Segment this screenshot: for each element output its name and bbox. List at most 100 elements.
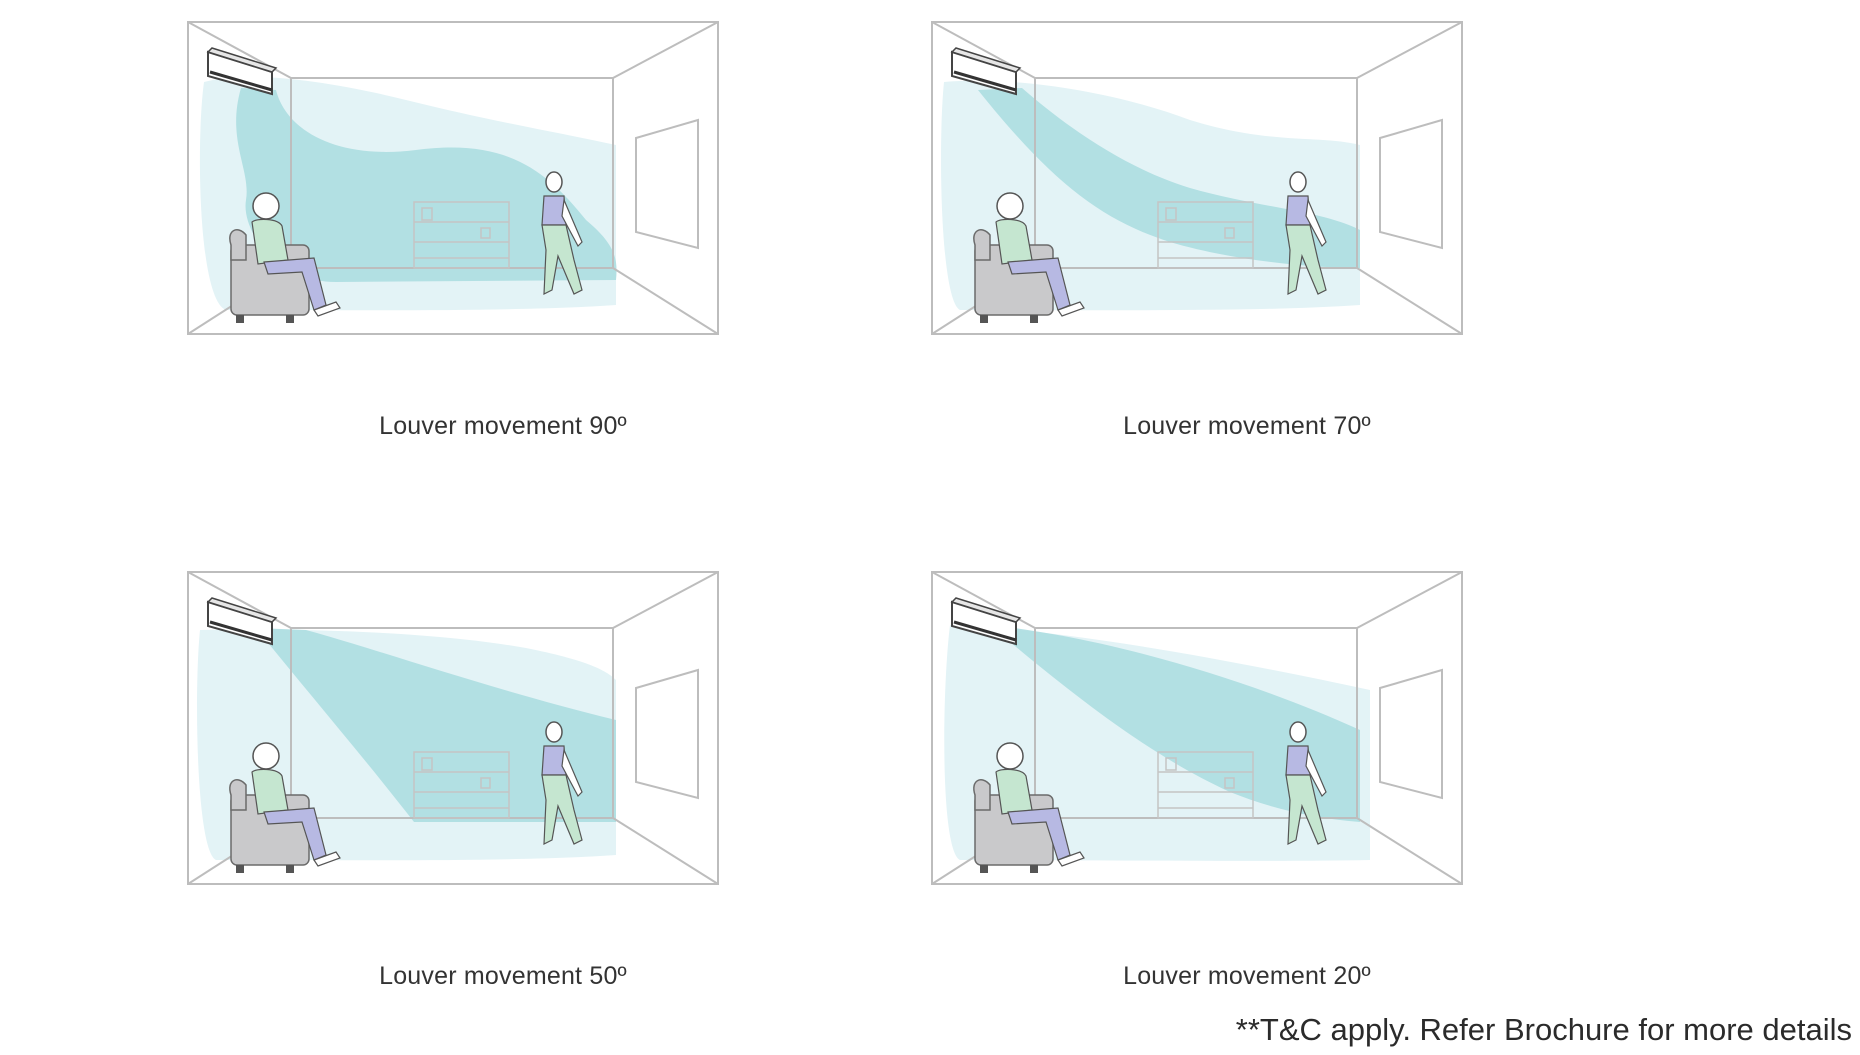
bookshelf xyxy=(413,201,510,269)
louver-panel-50: Louver movement 50º xyxy=(186,570,826,1030)
standing-person-icon xyxy=(541,721,583,845)
room-outer-frame xyxy=(931,571,1463,885)
bookshelf xyxy=(1157,201,1254,269)
person-head xyxy=(545,721,563,743)
person-shirt xyxy=(995,768,1033,815)
person-feet xyxy=(313,301,341,317)
seated-person-icon xyxy=(251,742,341,867)
ac-top xyxy=(206,47,278,73)
airflow-main-stream xyxy=(256,628,616,822)
person-head xyxy=(1289,721,1307,743)
standing-person-icon xyxy=(1285,721,1327,845)
ac-top xyxy=(206,597,278,623)
bookshelf-frame xyxy=(1157,751,1254,819)
person-legs xyxy=(1285,224,1327,295)
bookshelf-frame xyxy=(413,751,510,819)
airflow-main-stream xyxy=(236,88,617,282)
bookshelf-frame xyxy=(413,201,510,269)
ac-louver xyxy=(953,620,1017,642)
bookshelf xyxy=(413,751,510,819)
bookshelf-box xyxy=(1224,227,1235,239)
corner-line xyxy=(612,267,719,335)
corner-line xyxy=(612,21,719,79)
ac-louver xyxy=(209,70,273,92)
person-arm xyxy=(1305,747,1327,797)
armchair-back xyxy=(229,229,247,261)
corner-line xyxy=(612,571,719,629)
person-shirt xyxy=(251,218,289,265)
armchair-leg xyxy=(980,865,988,873)
standing-person-icon xyxy=(541,171,583,295)
person-arm xyxy=(1305,197,1327,247)
person-arm xyxy=(561,197,583,247)
wall-picture-frame xyxy=(1379,118,1443,250)
person-head xyxy=(1289,171,1307,193)
person-feet xyxy=(313,851,341,867)
panel-caption: Louver movement 20º xyxy=(1123,962,1371,990)
ac-louver xyxy=(209,620,273,642)
armchair-leg xyxy=(286,315,294,323)
bookshelf xyxy=(1157,751,1254,819)
louver-panel-90: Louver movement 90º xyxy=(186,20,826,480)
person-feet xyxy=(1057,301,1085,317)
room-illustration xyxy=(187,21,719,335)
armchair-back xyxy=(973,229,991,261)
corner-line xyxy=(1356,571,1463,629)
corner-line xyxy=(1356,21,1463,79)
person-feet xyxy=(1057,851,1085,867)
person-head xyxy=(252,192,280,220)
louver-panel-20: Louver movement 20º xyxy=(930,570,1570,1030)
air-conditioner-icon xyxy=(950,597,1022,646)
bookshelf-books xyxy=(421,757,433,771)
bookshelf-box xyxy=(480,777,491,789)
person-head xyxy=(545,171,563,193)
person-head xyxy=(252,742,280,770)
air-conditioner-icon xyxy=(206,597,278,646)
person-legs xyxy=(541,774,583,845)
seated-person-icon xyxy=(995,192,1085,317)
wall-picture-frame xyxy=(635,668,699,800)
ac-top xyxy=(950,47,1022,73)
ac-louver xyxy=(953,70,1017,92)
wall-picture-frame xyxy=(635,118,699,250)
corner-line xyxy=(612,817,719,885)
panel-caption: Louver movement 50º xyxy=(379,962,627,990)
person-shirt xyxy=(251,768,289,815)
armchair-leg xyxy=(236,315,244,323)
room-illustration xyxy=(931,21,1463,335)
armchair-leg xyxy=(236,865,244,873)
armchair-back xyxy=(973,779,991,811)
person-head xyxy=(996,192,1024,220)
person-arm xyxy=(561,747,583,797)
bookshelf-box xyxy=(1224,777,1235,789)
airflow-main-stream xyxy=(978,88,1360,268)
armchair-leg xyxy=(286,865,294,873)
bookshelf-books xyxy=(1165,207,1177,221)
ac-top xyxy=(950,597,1022,623)
standing-person-icon xyxy=(1285,171,1327,295)
room-illustration xyxy=(931,571,1463,885)
person-legs xyxy=(1285,774,1327,845)
bookshelf-books xyxy=(421,207,433,221)
panel-caption: Louver movement 70º xyxy=(1123,412,1371,440)
room-outer-frame xyxy=(931,21,1463,335)
louver-panel-70: Louver movement 70º xyxy=(930,20,1570,480)
seated-person-icon xyxy=(251,192,341,317)
air-conditioner-icon xyxy=(950,47,1022,96)
room-illustration xyxy=(187,571,719,885)
bookshelf-books xyxy=(1165,757,1177,771)
corner-line xyxy=(1356,267,1463,335)
corner-line xyxy=(1356,817,1463,885)
panel-caption: Louver movement 90º xyxy=(379,412,627,440)
seated-person-icon xyxy=(995,742,1085,867)
room-outer-frame xyxy=(187,21,719,335)
bookshelf-frame xyxy=(1157,201,1254,269)
person-head xyxy=(996,742,1024,770)
airflow-main-stream xyxy=(990,625,1360,822)
armchair-leg xyxy=(980,315,988,323)
person-shirt xyxy=(995,218,1033,265)
armchair-leg xyxy=(1030,315,1038,323)
room-outer-frame xyxy=(187,571,719,885)
armchair-back xyxy=(229,779,247,811)
air-conditioner-icon xyxy=(206,47,278,96)
